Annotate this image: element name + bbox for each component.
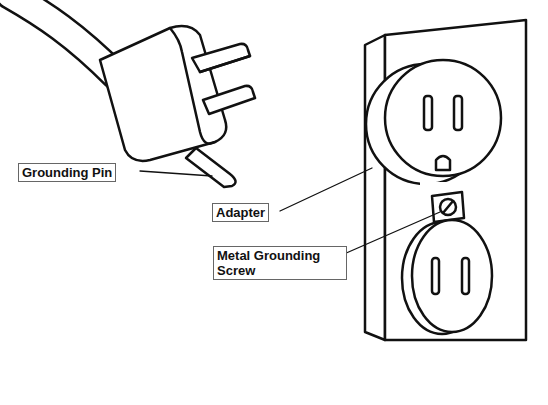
- adapter-tab: [432, 192, 464, 222]
- wall-plate-side: [365, 35, 385, 340]
- outlet-slot: [462, 258, 469, 294]
- ground-hole: [436, 156, 450, 170]
- plug-prong: [203, 86, 255, 114]
- cord-fill: [10, 0, 115, 75]
- part-label: Adapter: [212, 203, 269, 222]
- outlet-slot: [424, 96, 432, 130]
- leader-line: [280, 168, 372, 211]
- outlet-slot: [454, 96, 462, 130]
- leader-line: [344, 212, 440, 254]
- leader-line: [140, 171, 212, 176]
- outlet-face: [412, 220, 492, 332]
- grounding-pin: [186, 148, 236, 187]
- prong-edge: [200, 56, 250, 72]
- plug-prong: [192, 44, 250, 72]
- grounding-screw: [440, 199, 456, 215]
- part-label: Grounding Pin: [18, 163, 116, 182]
- plug-body: [100, 26, 226, 161]
- plug-face-edge: [170, 28, 215, 144]
- adapter-face: [385, 60, 501, 176]
- part-label: Metal Grounding Screw: [213, 246, 347, 280]
- outlet-slot: [432, 258, 439, 294]
- screw-slot: [443, 201, 453, 213]
- cord-outline: [10, 0, 115, 75]
